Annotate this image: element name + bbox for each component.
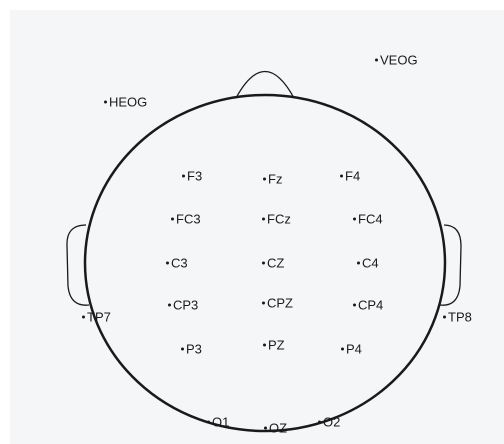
electrode-label-tp8: TP8 (448, 310, 472, 325)
electrode-dot (357, 262, 360, 265)
electrode-dot (166, 262, 169, 265)
electrode-tp8: TP8 (443, 310, 472, 325)
electrode-label-cp4: CP4 (358, 298, 383, 313)
electrode-p4: P4 (341, 342, 362, 357)
electrode-label-cp3: CP3 (173, 298, 198, 313)
electrode-pz: PZ (263, 338, 285, 353)
electrode-dot (262, 302, 265, 305)
electrode-label-c3: C3 (171, 256, 188, 271)
electrode-dot (262, 218, 265, 221)
electrode-dot (82, 316, 85, 319)
electrode-label-fc4: FC4 (358, 212, 383, 227)
electrode-o1: O1 (207, 415, 229, 430)
electrode-c4: C4 (357, 256, 379, 271)
electrode-veog: VEOG (375, 53, 418, 68)
electrode-cp4: CP4 (353, 298, 383, 313)
electrode-dot (182, 175, 185, 178)
electrode-dot (318, 421, 321, 424)
electrode-oz: OZ (264, 421, 287, 436)
electrode-label-fz: Fz (268, 172, 282, 187)
electrode-label-f4: F4 (345, 169, 360, 184)
electrode-dot (262, 262, 265, 265)
electrode-label-heog: HEOG (109, 95, 147, 110)
electrode-dot (353, 218, 356, 221)
electrode-label-p4: P4 (346, 342, 362, 357)
electrode-label-cz: CZ (267, 256, 284, 271)
electrode-label-fcz: FCz (267, 212, 291, 227)
electrode-cp3: CP3 (168, 298, 198, 313)
electrode-dot (353, 304, 356, 307)
electrode-dot (181, 348, 184, 351)
electrode-c3: C3 (166, 256, 188, 271)
electrode-label-o2: O2 (323, 415, 340, 430)
electrode-fc4: FC4 (353, 212, 383, 227)
electrode-label-fc3: FC3 (176, 212, 201, 227)
electrode-fcz: FCz (262, 212, 291, 227)
electrode-label-f3: F3 (187, 169, 202, 184)
electrode-cz: CZ (262, 256, 284, 271)
electrode-fz: Fz (263, 172, 282, 187)
electrode-label-cpz: CPZ (267, 296, 293, 311)
electrode-label-c4: C4 (362, 256, 379, 271)
electrode-dot (207, 421, 210, 424)
electrode-f4: F4 (340, 169, 360, 184)
electrode-label-o1: O1 (212, 415, 229, 430)
electrode-dot (340, 175, 343, 178)
electrode-label-p3: P3 (186, 342, 202, 357)
electrode-dot (171, 218, 174, 221)
electrode-o2: O2 (318, 415, 340, 430)
electrode-tp7: TP7 (82, 310, 111, 325)
electrode-dot (104, 101, 107, 104)
electrode-cpz: CPZ (262, 296, 293, 311)
electrode-label-oz: OZ (269, 421, 287, 436)
electrode-f3: F3 (182, 169, 202, 184)
electrode-label-tp7: TP7 (87, 310, 111, 325)
electrode-heog: HEOG (104, 95, 147, 110)
electrode-dot (264, 427, 267, 430)
electrode-dot (168, 304, 171, 307)
electrode-dot (443, 316, 446, 319)
electrode-fc3: FC3 (171, 212, 201, 227)
electrode-dot (263, 344, 266, 347)
electrode-p3: P3 (181, 342, 202, 357)
electrode-label-pz: PZ (268, 338, 285, 353)
electrode-dot (341, 348, 344, 351)
electrode-dot (375, 59, 378, 62)
electrode-label-veog: VEOG (380, 53, 418, 68)
electrode-dot (263, 178, 266, 181)
